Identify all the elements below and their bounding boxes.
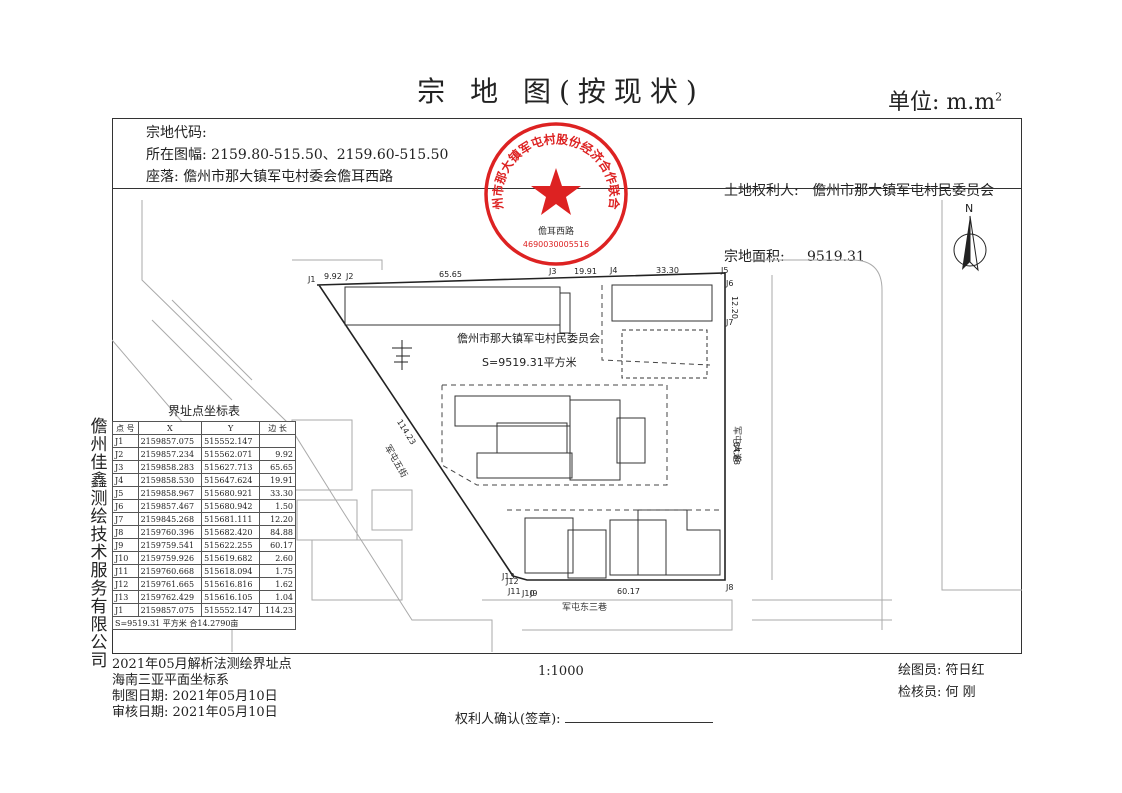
- coord-table-footer: S=9519.31 平方米 合14.2790亩: [112, 616, 296, 630]
- len-right: 84.88: [732, 442, 741, 465]
- official-seal-icon: 儋州市那大镇军屯村股份经济合作联合社 4690030005516 儋耳西路: [482, 120, 628, 266]
- building-1: [344, 286, 561, 326]
- checker: 检核员: 何 刚: [898, 685, 976, 700]
- unit-label: 单位: m.m2: [888, 90, 1003, 115]
- left-road-edge: [141, 200, 493, 652]
- point-j6: J6: [725, 279, 733, 288]
- scale-label: 1:1000: [538, 664, 584, 679]
- footer-right: 绘图员: 符日红 检核员: 何 刚: [898, 660, 985, 704]
- point-j2: J2: [345, 272, 353, 281]
- point-j11: J11: [507, 587, 521, 596]
- len-j3j4: 19.91: [574, 267, 597, 276]
- point-j9: J9: [529, 589, 537, 598]
- road-right-label: 军屯大道: [731, 426, 743, 462]
- header-left: 宗地代码: 所在图幅: 2159.80-515.50、2159.60-515.5…: [146, 122, 448, 188]
- point-j5: J5: [720, 266, 728, 275]
- location: 座落: 儋州市那大镇军屯村委会儋耳西路: [146, 169, 394, 185]
- len-j2j3: 65.65: [439, 270, 462, 279]
- header-right: 土地权利人: 儋州市那大镇军屯村民委员会 宗地面积: 9519.31: [724, 136, 994, 290]
- len-j1j2: 9.92: [324, 272, 342, 281]
- map-sheet: 所在图幅: 2159.80-515.50、2159.60-515.50: [146, 147, 449, 163]
- north-arrow-icon: N: [953, 202, 987, 272]
- len-j4j5: 33.30: [656, 266, 679, 275]
- point-j7: J7: [725, 318, 733, 327]
- point-j13: J13: [501, 572, 515, 581]
- drafter: 绘图员: 符日红: [898, 663, 985, 678]
- review-date: 审核日期: 2021年05月10日: [112, 705, 278, 720]
- map-area-label: S=9519.31平方米: [482, 355, 577, 369]
- point-j10: J10: [521, 589, 535, 598]
- parcel-code: 宗地代码:: [146, 125, 207, 141]
- svg-text:4690030005516: 4690030005516: [523, 240, 589, 249]
- coord-table-title: 界址点坐标表: [167, 404, 240, 418]
- point-j3: J3: [548, 267, 556, 276]
- land-owner: 土地权利人: 儋州市那大镇军屯村民委员会: [724, 183, 995, 199]
- footer-left: 2021年05月解析法测绘界址点 海南三亚平面坐标系 制图日期: 2021年05…: [112, 657, 292, 721]
- map-owner-label: 儋州市那大镇军屯村民委员会: [457, 331, 600, 345]
- draw-date: 制图日期: 2021年05月10日: [112, 689, 278, 704]
- owner-confirm: 权利人确认(签章):: [455, 708, 713, 727]
- point-j8: J8: [725, 583, 733, 592]
- svg-text:N: N: [965, 202, 973, 215]
- len-bottom: 60.17: [617, 587, 640, 596]
- road-bottom-label: 军屯东三巷: [562, 601, 607, 613]
- point-j4: J4: [609, 266, 617, 275]
- point-j1: J1: [307, 275, 315, 284]
- survey-method: 2021年05月解析法测绘界址点: [112, 657, 292, 672]
- len-left: 114.23: [395, 418, 417, 447]
- len-right-small: 12.20: [730, 296, 739, 319]
- road-left-label: 军屯五街: [382, 443, 410, 480]
- parcel-area: 宗地面积: 9519.31: [724, 249, 865, 265]
- page-title: 宗 地 图(按现状): [417, 75, 705, 108]
- coord-system: 海南三亚平面坐标系: [112, 673, 230, 688]
- map-frame: [112, 118, 1022, 654]
- svg-text:儋耳西路: 儋耳西路: [538, 225, 574, 237]
- table-header-row: 点 号 X Y 边 长: [112, 421, 296, 435]
- parcel-boundary: [316, 272, 726, 581]
- company-name: 儋州佳鑫测绘技术服务有限公司: [90, 417, 108, 671]
- parcel-map: 儋州市那大镇军屯村民委员会 S=9519.31平方米 军屯大道 军屯五街 军屯东…: [112, 200, 1022, 652]
- point-j12: J12: [505, 577, 519, 586]
- tree-symbol-icon: [392, 340, 412, 370]
